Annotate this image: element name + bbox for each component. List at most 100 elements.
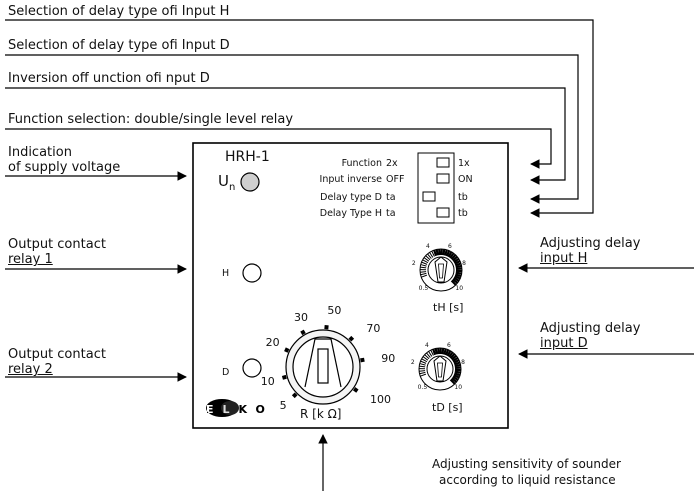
switch-left-option: ta	[386, 192, 396, 203]
td-dial-tick	[452, 375, 459, 381]
td-dial-tick	[432, 348, 437, 356]
switch-name: Function	[341, 158, 382, 169]
td-dial-tick	[454, 370, 461, 374]
r-dial-tick	[360, 357, 365, 363]
td-dial-pointer	[433, 355, 447, 382]
th-dial-label: tH [s]	[433, 301, 464, 314]
switch-right-option: tb	[458, 192, 468, 203]
connector-delay-type-d	[5, 54, 579, 204]
th-dial-tick	[454, 260, 461, 265]
connector-delay-type-h	[5, 19, 594, 218]
switch-name: Delay Type H	[319, 208, 382, 219]
r-dial-tick	[291, 392, 298, 399]
supply-led	[240, 172, 260, 192]
th-dial-tick-label: 10	[455, 285, 464, 293]
td-dial-tick	[453, 361, 461, 366]
label-supply-voltage-1: Indication	[8, 145, 72, 160]
td-dial-tick	[424, 354, 430, 360]
r-dial-tick-label: 90	[381, 352, 396, 366]
switch-name: Delay type D	[320, 192, 382, 203]
r-dial-tick	[300, 329, 306, 336]
th-dial-tick	[420, 266, 427, 269]
d-led	[242, 358, 262, 378]
th-dial-tick	[453, 276, 460, 282]
th-dial-tick	[454, 275, 461, 280]
th-dial-tick	[431, 250, 435, 257]
th-dial-tick	[420, 272, 427, 276]
th-dial-tick	[423, 257, 430, 262]
td-dial-label: tD [s]	[432, 401, 463, 414]
td-dial-tick	[437, 347, 440, 355]
label-output-relay-2-a: Output contact	[8, 347, 106, 362]
label-output-relay-1-a: Output contact	[8, 237, 106, 252]
th-dial-pointer-slot	[438, 263, 444, 279]
h-led-label: H	[222, 268, 230, 279]
th-dial-tick	[450, 279, 457, 286]
td-dial-tick	[419, 371, 426, 375]
td-dial-tick	[443, 348, 447, 355]
label-adjust-delay-d-a: Adjusting delay	[540, 321, 641, 336]
th-dial-pointer	[434, 256, 448, 283]
td-dial-tick	[441, 348, 445, 355]
td-dial-tick	[430, 349, 434, 356]
td-dial-tick-label: 10	[454, 384, 463, 392]
td-dial-tick	[453, 359, 460, 364]
dip-switch-input-inverse	[436, 173, 450, 184]
device-model: HRH-1	[225, 149, 270, 165]
switch-right-option: tb	[458, 208, 468, 219]
th-dial-tick	[455, 273, 462, 278]
label-supply-voltage-2: of supply voltage	[8, 160, 121, 175]
th-dial-tick	[429, 252, 434, 258]
r-dial-tick-label: 20	[265, 335, 280, 349]
connector-inversion-d	[5, 87, 566, 185]
r-dial-tick-label: 5	[279, 399, 287, 413]
brand-text: ELKO	[206, 403, 274, 416]
dip-switch-delay-type-h	[436, 207, 450, 218]
th-dial-tick	[450, 254, 457, 260]
label-output-relay-2-b: relay 2	[8, 362, 53, 377]
td-dial-tick	[426, 352, 431, 358]
td-dial-tick	[434, 348, 438, 355]
td-dial-tick	[454, 372, 461, 377]
th-dial-tick	[427, 253, 432, 259]
th-dial-tick	[454, 262, 462, 267]
th-dial-tick	[420, 264, 427, 267]
th-dial-tick-label: 6	[447, 243, 452, 251]
td-dial-tick	[419, 365, 426, 368]
td-dial-tick-label: 4	[425, 342, 429, 350]
td-dial-tick	[419, 363, 426, 366]
td-dial-tick	[422, 356, 429, 361]
switch-name: Input inverse	[319, 174, 382, 185]
label-sensitivity-1: Adjusting sensitivity of sounder	[432, 457, 621, 471]
switch-right-option: ON	[458, 174, 473, 185]
r-dial-tick	[284, 347, 290, 353]
td-dial-tick	[449, 353, 456, 359]
td-dial-tick	[453, 374, 460, 379]
td-dial-tick	[420, 373, 427, 377]
label-inversion-d: Inversion off unction ofi nput D	[8, 71, 210, 86]
r-dial-tick	[324, 324, 329, 330]
switch-right-option: 1x	[458, 158, 470, 169]
th-dial-tick-label: 0.5	[418, 285, 429, 293]
label-sensitivity-2: according to liquid resistance	[439, 473, 616, 487]
th-dial-tick	[449, 252, 455, 259]
label-adjust-delay-h-a: Adjusting delay	[540, 236, 641, 251]
r-dial-tick-label: 30	[294, 310, 308, 324]
td-dial-tick	[419, 370, 426, 372]
label-adjust-delay-h-b: input H	[540, 251, 588, 266]
r-dial-tick	[281, 374, 287, 380]
th-dial-tick	[420, 271, 427, 273]
label-delay-type-h: Selection of delay type ofi Input H	[8, 4, 230, 19]
th-dial-tick	[433, 249, 438, 257]
r-dial-tick-label: 100	[369, 392, 391, 406]
th-dial-tick	[455, 271, 462, 275]
label-output-relay-1-b: relay 1	[8, 252, 53, 267]
dip-switch-block	[417, 152, 455, 224]
th-dial-tick	[422, 259, 429, 264]
td-dial-tick	[449, 378, 456, 385]
th-dial-tick	[421, 274, 428, 278]
dip-switch-function	[436, 157, 450, 168]
td-dial-tick-label: 0.5	[417, 384, 428, 392]
td-dial-pointer-slot	[437, 362, 443, 378]
th-dial-tick-label: 2	[411, 260, 416, 268]
